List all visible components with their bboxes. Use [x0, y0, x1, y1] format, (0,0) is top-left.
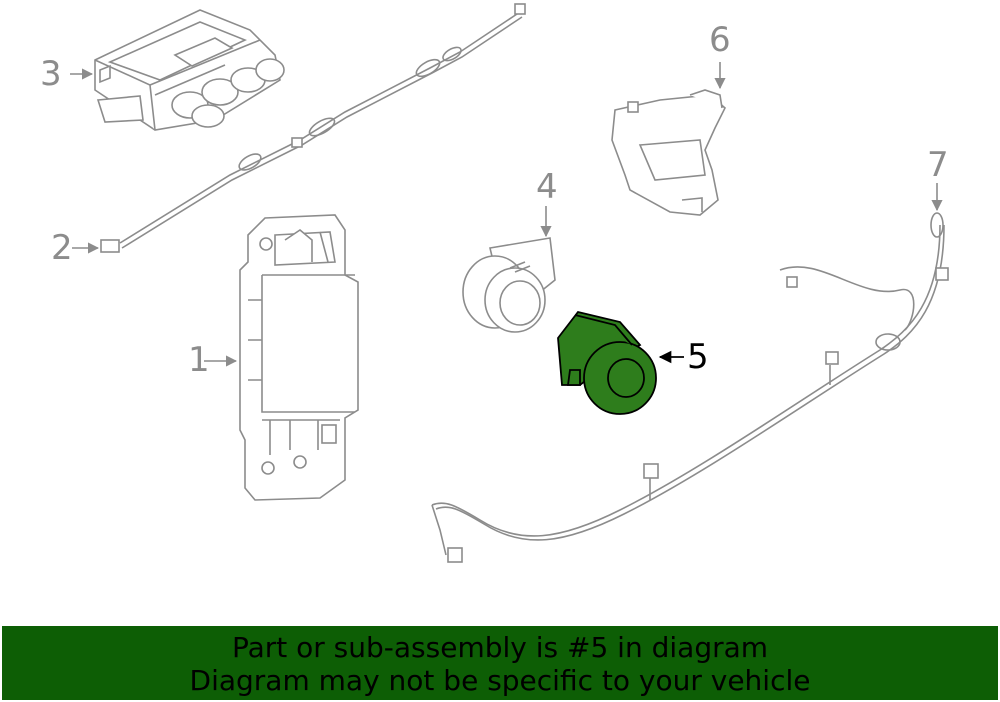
- callout-1: 1: [188, 340, 210, 380]
- part-4-parking-sensor: [462, 237, 556, 333]
- callout-4: 4: [536, 167, 558, 207]
- part-1-control-module: [239, 214, 359, 501]
- part-7-wiring-harness: [431, 212, 949, 563]
- parts-diagram: 3 2 1 4 5 6 7: [40, 3, 949, 563]
- banner-line-2: Diagram may not be specific to your vehi…: [189, 664, 811, 697]
- diagram-canvas: [70, 3, 949, 563]
- callout-2: 2: [51, 228, 73, 268]
- part-2-sensor-wire: [100, 3, 526, 253]
- info-banner: Part or sub-assembly is #5 in diagram Di…: [2, 626, 998, 700]
- part-6-bracket: [611, 89, 726, 216]
- callout-6: 6: [709, 20, 731, 60]
- part-3-relay-box: [94, 9, 285, 131]
- callout-7: 7: [927, 145, 949, 185]
- callout-3: 3: [40, 54, 62, 94]
- part-5-sensor-bracket: [557, 310, 657, 415]
- banner-line-1: Part or sub-assembly is #5 in diagram: [231, 631, 769, 664]
- callout-5: 5: [687, 337, 709, 377]
